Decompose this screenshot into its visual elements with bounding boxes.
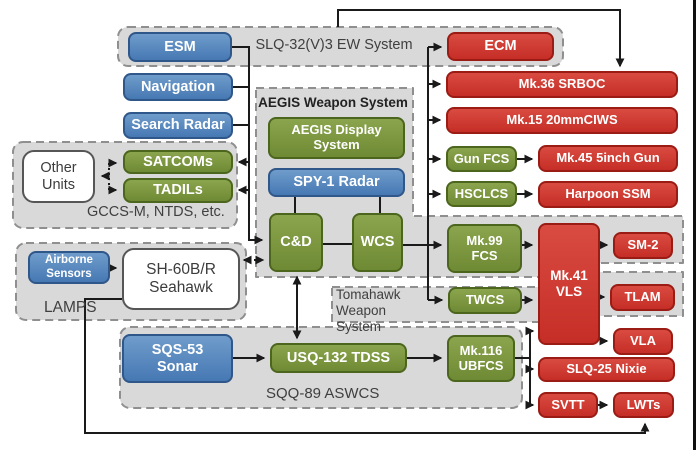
vla-box: VLA (613, 328, 673, 355)
slq25-nixie-box: SLQ-25 Nixie (538, 357, 675, 382)
twcs-box: TWCS (448, 287, 522, 314)
mk36-srboc-box: Mk.36 SRBOC (446, 71, 678, 98)
hsclcs-box: HSCLCS (446, 181, 517, 207)
usq132-tdss-box: USQ-132 TDSS (270, 343, 407, 373)
svtt-box: SVTT (538, 392, 598, 418)
other-units-box: Other Units (22, 150, 95, 203)
harpoon-ssm-box: Harpoon SSM (538, 181, 678, 208)
tomahawk-container-label: Tomahawk Weapon System (336, 287, 401, 335)
tadils-box: TADILs (123, 178, 233, 203)
mk116-ubfcs-box: Mk.116 UBFCS (447, 335, 515, 382)
tlam-box: TLAM (610, 284, 675, 311)
sqq89-container-label: SQQ-89 ASWCS (266, 385, 380, 402)
satcoms-box: SATCOMs (123, 150, 233, 174)
spy1-radar-box: SPY-1 Radar (268, 168, 405, 197)
esm-box: ESM (128, 32, 232, 62)
mk45-gun-box: Mk.45 5inch Gun (538, 145, 678, 172)
mk15-ciws-box: Mk.15 20mmCIWS (446, 107, 678, 134)
mk41-vls-box: Mk.41 VLS (538, 223, 600, 345)
gccs-container-label: GCCS-M, NTDS, etc. (87, 204, 225, 220)
gun-fcs-box: Gun FCS (446, 146, 517, 172)
mk99-fcs-box: Mk.99 FCS (447, 224, 522, 273)
lwts-box: LWTs (613, 392, 674, 418)
aegis-display-box: AEGIS Display System (268, 117, 405, 159)
airborne-sensors-box: Airborne Sensors (28, 251, 110, 284)
slq32-container-label: SLQ-32(V)3 EW System (255, 37, 413, 53)
sqs53-sonar-box: SQS-53 Sonar (122, 334, 233, 383)
lamps-container-label: LAMPS (44, 299, 97, 316)
connector-lines (84, 0, 696, 450)
navigation-box: Navigation (123, 73, 233, 101)
sm2-box: SM-2 (613, 232, 673, 259)
cd-box: C&D (269, 213, 323, 272)
search-radar-box: Search Radar (123, 112, 233, 139)
wcs-box: WCS (352, 213, 403, 272)
ecm-box: ECM (447, 32, 554, 61)
aegis-container-label: AEGIS Weapon System (258, 95, 408, 110)
seahawk-box: SH-60B/R Seahawk (122, 248, 240, 310)
